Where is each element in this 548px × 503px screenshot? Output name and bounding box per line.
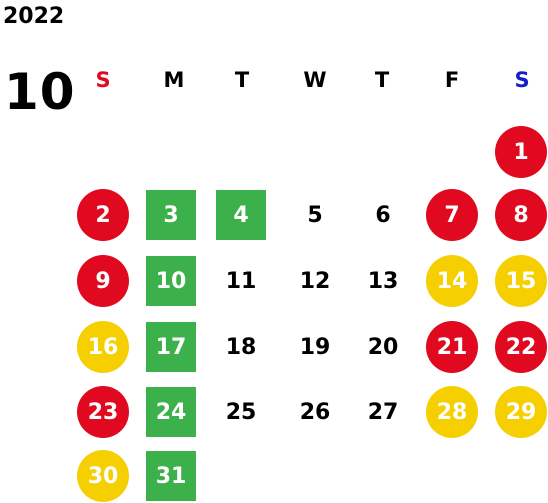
day-cell: 15 [495,255,547,307]
day-cell: 21 [426,321,478,373]
day-cell: 29 [495,386,547,438]
weekday-wed: W [303,68,327,92]
day-cell: 24 [146,387,196,437]
day-cell: 22 [495,321,547,373]
day-cell: 25 [225,399,257,425]
day-cell: 7 [426,189,478,241]
day-cell: 17 [146,322,196,372]
day-cell: 2 [77,189,129,241]
year-label: 2022 [3,4,65,29]
day-cell: 23 [77,386,129,438]
month-number: 10 [4,63,76,121]
weekday-tue: T [234,68,250,92]
day-cell: 13 [367,268,399,294]
day-cell: 27 [367,399,399,425]
weekday-mon: M [163,68,185,92]
day-cell: 9 [77,255,129,307]
day-cell: 3 [146,190,196,240]
day-cell: 10 [146,256,196,306]
day-cell: 30 [77,450,129,502]
day-cell: 4 [216,190,266,240]
day-cell: 11 [225,268,257,294]
day-cell: 12 [299,268,331,294]
day-cell: 5 [307,202,323,228]
weekday-fri: F [444,68,460,92]
day-cell: 1 [495,126,547,178]
day-cell: 20 [367,334,399,360]
day-cell: 8 [495,189,547,241]
day-cell: 19 [299,334,331,360]
day-cell: 14 [426,255,478,307]
day-cell: 16 [77,321,129,373]
weekday-sun: S [95,68,111,92]
day-cell: 26 [299,399,331,425]
weekday-thu: T [374,68,390,92]
day-cell: 18 [225,334,257,360]
day-cell: 28 [426,386,478,438]
weekday-sat: S [514,68,530,92]
day-cell: 31 [146,451,196,501]
day-cell: 6 [375,202,391,228]
